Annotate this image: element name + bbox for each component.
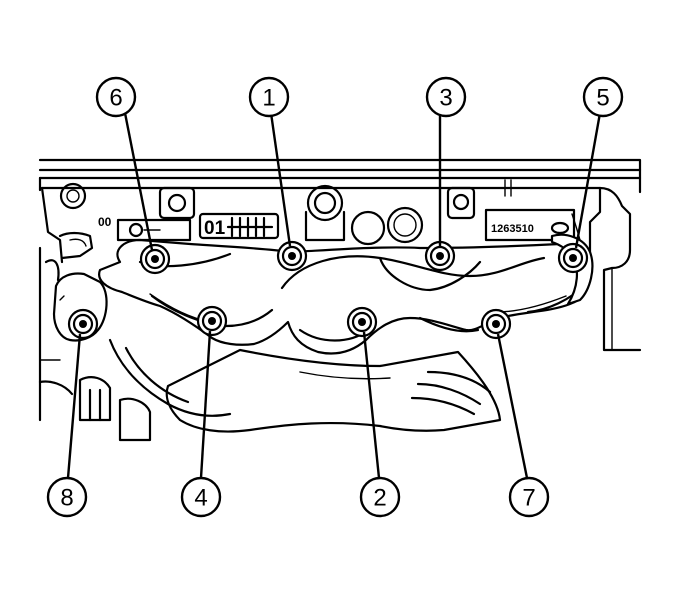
callout-5: 5 [582,76,624,118]
cast-mark-center: 01 [204,218,226,239]
bolt-5 [557,242,589,274]
bolt-3 [424,240,456,272]
callout-7-label: 7 [522,485,535,512]
cast-mark-left: 00 [98,215,112,229]
bolt-1 [276,240,308,272]
callout-2: 2 [359,476,401,518]
leader-lines [66,112,602,479]
engine-block-lower [38,246,152,442]
callout-3: 3 [425,76,467,118]
callout-4-label: 4 [194,485,207,512]
callout-6: 6 [95,76,137,118]
callout-2-label: 2 [373,485,386,512]
bolt-6 [139,243,171,275]
callout-1-label: 1 [262,85,275,112]
callout-3-label: 3 [439,85,452,112]
callout-4: 4 [180,476,222,518]
bolt-4 [196,305,228,337]
manifold-bolts [67,240,589,340]
callout-6-label: 6 [109,85,122,112]
cast-mark-right: 1263510 [491,223,534,235]
cast-mark-grid [226,216,274,238]
callout-5-label: 5 [596,85,609,112]
cylinder-head [38,158,642,352]
callout-8-label: 8 [60,485,73,512]
bolt-8 [67,308,99,340]
bolt-7 [480,308,512,340]
callout-7: 7 [508,476,550,518]
callout-8: 8 [46,476,88,518]
callout-1: 1 [248,76,290,118]
callouts: 6 1 3 5 8 4 2 7 [46,76,624,518]
bolt-2 [346,306,378,338]
